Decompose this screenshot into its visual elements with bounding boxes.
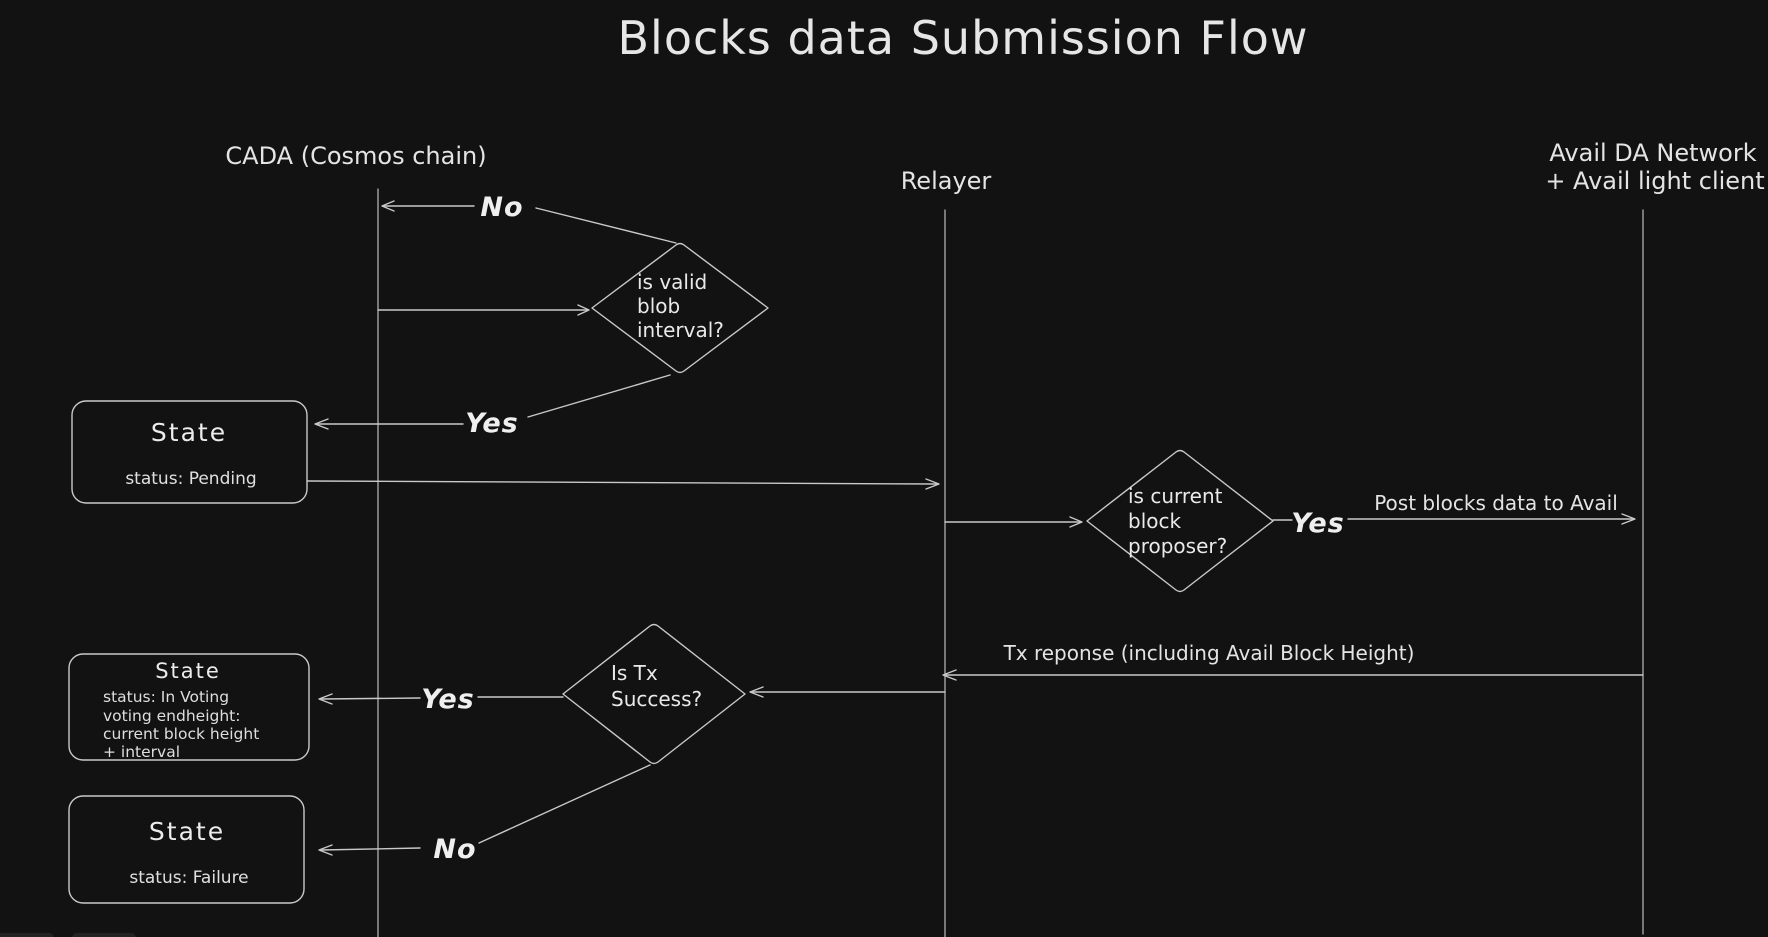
lane-label-avail-line1: Avail DA Network bbox=[1549, 139, 1756, 167]
state-pending-status: status: Pending bbox=[125, 469, 256, 489]
state-box-pending: State status: Pending bbox=[71, 400, 308, 504]
decision-tx-success-text: Is Tx Success? bbox=[611, 661, 702, 711]
label-no-blob-interval: No bbox=[480, 192, 523, 223]
decision-tx-success bbox=[562, 623, 746, 765]
arrow-blob-interval-no: No bbox=[381, 192, 677, 244]
label-yes-block-proposer: Yes bbox=[1291, 508, 1344, 539]
decision-block-proposer-text: is current block proposer? bbox=[1128, 484, 1227, 558]
lane-label-avail-line2: + Avail light client bbox=[1545, 167, 1764, 195]
diagram-title: Blocks data Submission Flow bbox=[617, 11, 1308, 65]
label-no-tx-success: No bbox=[433, 834, 476, 865]
decision-blob-interval-text: is valid blob interval? bbox=[637, 270, 724, 342]
state-pending-title: State bbox=[151, 418, 227, 447]
decision-blob-interval bbox=[591, 242, 769, 374]
toolbar-fragment-right bbox=[72, 933, 136, 937]
decision-block-proposer-line2: block bbox=[1128, 509, 1181, 533]
label-yes-blob-interval: Yes bbox=[465, 408, 518, 439]
arrow-tx-success-no: No bbox=[318, 764, 651, 865]
arrow-blob-interval-yes: Yes bbox=[314, 374, 671, 439]
state-failure-title: State bbox=[149, 817, 225, 846]
decision-block-proposer-line1: is current bbox=[1128, 484, 1223, 508]
state-in-voting-height: current block height bbox=[103, 725, 259, 743]
arrow-pending-to-relayer bbox=[306, 478, 940, 490]
message-post-blocks: Post blocks data to Avail bbox=[1374, 491, 1618, 515]
arrow-relayer-to-tx-success bbox=[749, 686, 946, 698]
state-in-voting-status: status: In Voting bbox=[103, 688, 229, 706]
message-tx-response: Tx reponse (including Avail Block Height… bbox=[1003, 641, 1415, 665]
lane-label-cada: CADA (Cosmos chain) bbox=[225, 142, 486, 170]
decision-blob-interval-line3: interval? bbox=[637, 318, 724, 342]
state-box-failure: State status: Failure bbox=[68, 795, 305, 904]
decision-blob-interval-line2: blob bbox=[637, 294, 680, 318]
lane-label-relayer: Relayer bbox=[901, 167, 992, 195]
state-in-voting-title: State bbox=[155, 659, 221, 683]
lane-label-avail: Avail DA Network + Avail light client bbox=[1545, 139, 1764, 195]
decision-block-proposer-line3: proposer? bbox=[1128, 534, 1227, 558]
label-yes-tx-success: Yes bbox=[421, 684, 474, 715]
arrow-cada-to-blob-interval bbox=[377, 304, 590, 316]
toolbar-fragment-left bbox=[0, 933, 54, 937]
state-in-voting-interval: + interval bbox=[103, 743, 180, 761]
arrow-relayer-to-block-proposer bbox=[944, 516, 1083, 528]
state-failure-status: status: Failure bbox=[129, 868, 248, 888]
decision-block-proposer bbox=[1086, 449, 1274, 593]
state-box-in-voting: State status: In Voting voting endheight… bbox=[68, 653, 310, 761]
arrow-block-proposer-yes-post: Yes Post blocks data to Avail bbox=[1272, 491, 1636, 539]
arrow-tx-response: Tx reponse (including Avail Block Height… bbox=[942, 641, 1644, 681]
decision-blob-interval-line1: is valid bbox=[637, 270, 707, 294]
decision-tx-success-line1: Is Tx bbox=[611, 661, 658, 685]
state-in-voting-endheight: voting endheight: bbox=[103, 707, 240, 725]
decision-tx-success-line2: Success? bbox=[611, 687, 702, 711]
arrow-tx-success-yes: Yes bbox=[318, 684, 564, 715]
